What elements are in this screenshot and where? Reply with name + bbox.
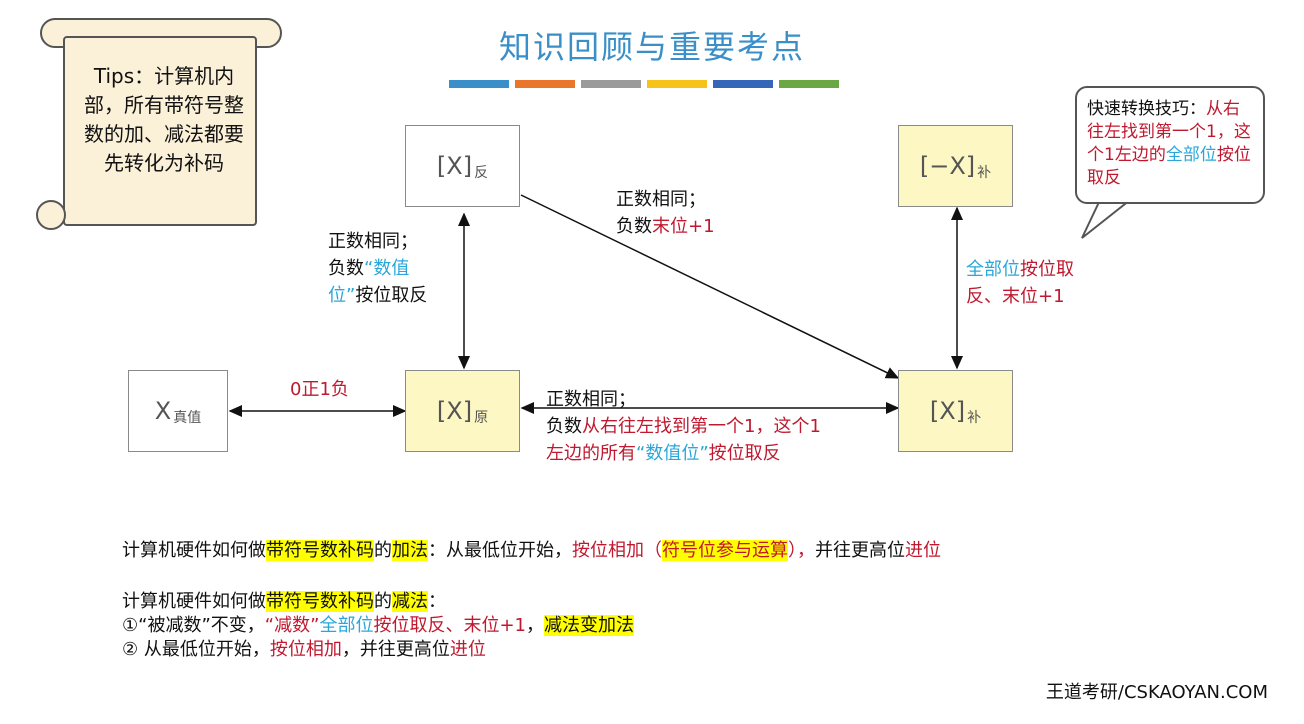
orig-to-twos-label: 正数相同； 负数从右往左找到第一个1，这个1 左边的所有“数值位”按位取反 [546, 389, 821, 464]
subtraction-explanation: 计算机硬件如何做带符号数补码的减法： ①“被减数”不变，“减数”全部位按位取反、… [122, 591, 634, 660]
title-bar-1 [515, 80, 575, 88]
orig-to-ones-label: 正数相同； 负数“数值 位”按位取反 [328, 231, 428, 306]
original-code-box: [X]原 [405, 370, 520, 452]
addition-explanation: 计算机硬件如何做带符号数补码的加法：从最低位开始，按位相加（符号位参与运算），并… [122, 540, 941, 561]
ones-complement-box: [X]反 [405, 125, 520, 207]
ones-to-twos-label: 正数相同； 负数末位+1 [616, 189, 715, 237]
twos-complement-box: [X]补 [898, 370, 1013, 452]
arrow-ones-to-twos [520, 194, 900, 379]
scroll-bottom-roll [36, 200, 66, 230]
tips-text: Tips：计算机内部，所有带符号整数的加、减法都要先转化为补码 [84, 64, 244, 175]
quick-tip-bubble: 快速转换技巧：从右往左找到第一个1，这个1左边的全部位按位取反 [1075, 86, 1265, 204]
tips-scroll [63, 36, 257, 226]
page-title: 知识回顾与重要考点 [498, 28, 805, 66]
bubble-tail [1081, 199, 1133, 239]
title-bar-0 [449, 80, 509, 88]
neg-twos-complement-box: [−X]补 [898, 125, 1013, 207]
sign-rule-label: 0正1负 [290, 379, 349, 400]
twos-to-neg-label: 全部位按位取 反、末位+1 [966, 259, 1074, 307]
title-underline-bars [449, 80, 839, 88]
title-bar-4 [713, 80, 773, 88]
footer-brand: 王道考研/CSKAOYAN.COM [1045, 682, 1268, 703]
title-bar-3 [647, 80, 707, 88]
title-bar-2 [581, 80, 641, 88]
title-bar-5 [779, 80, 839, 88]
